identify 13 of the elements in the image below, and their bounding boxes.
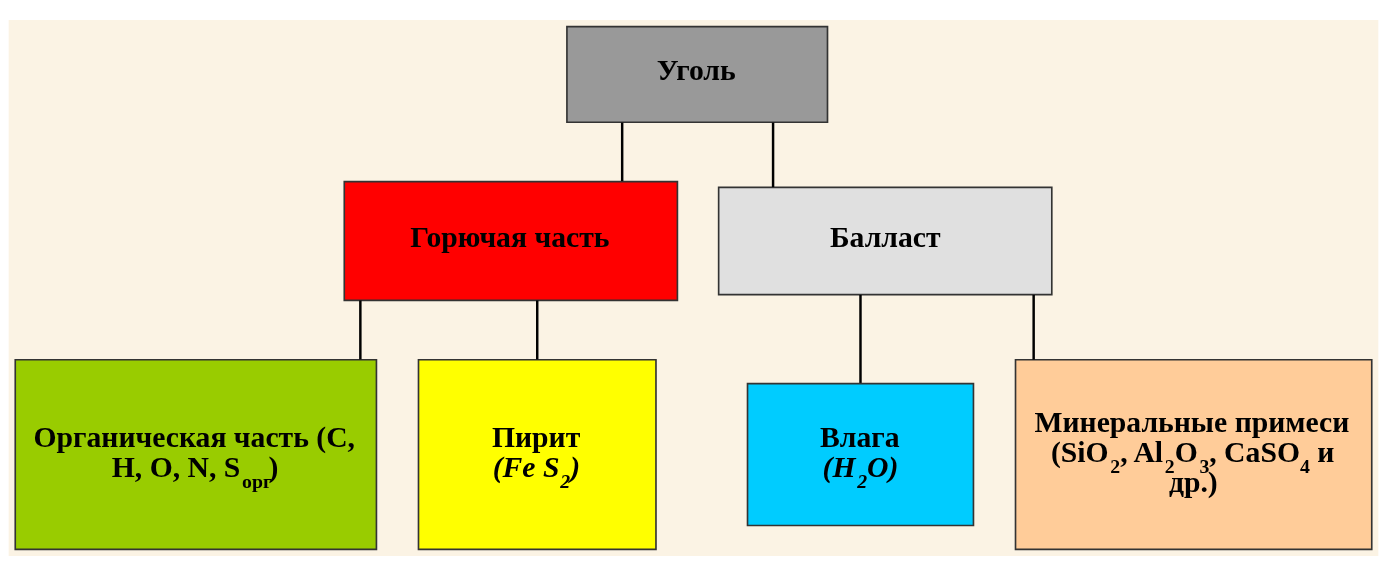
node-box: Органическая часть (C, H, O, N, S$_{орг}$) — [14, 358, 378, 551]
node-box: Минеральные примеси (SiO$_{2}$, Al$_{2}$O$_{3}$, CaSO$_{4}$ и др.) — [1014, 358, 1373, 551]
connector — [859, 294, 862, 383]
connector — [1032, 294, 1035, 360]
node-box: Балласт — [717, 186, 1053, 296]
connector — [536, 300, 539, 360]
node-box: Пирит (Fe S$_{2}$) — [417, 358, 657, 551]
node-box: Уголь — [566, 25, 829, 124]
connector — [620, 122, 624, 182]
connector — [359, 300, 362, 360]
node-box: Горючая часть — [343, 180, 679, 302]
connector — [771, 122, 775, 188]
node-box: Влага (H$_{2}$O) — [746, 382, 975, 527]
